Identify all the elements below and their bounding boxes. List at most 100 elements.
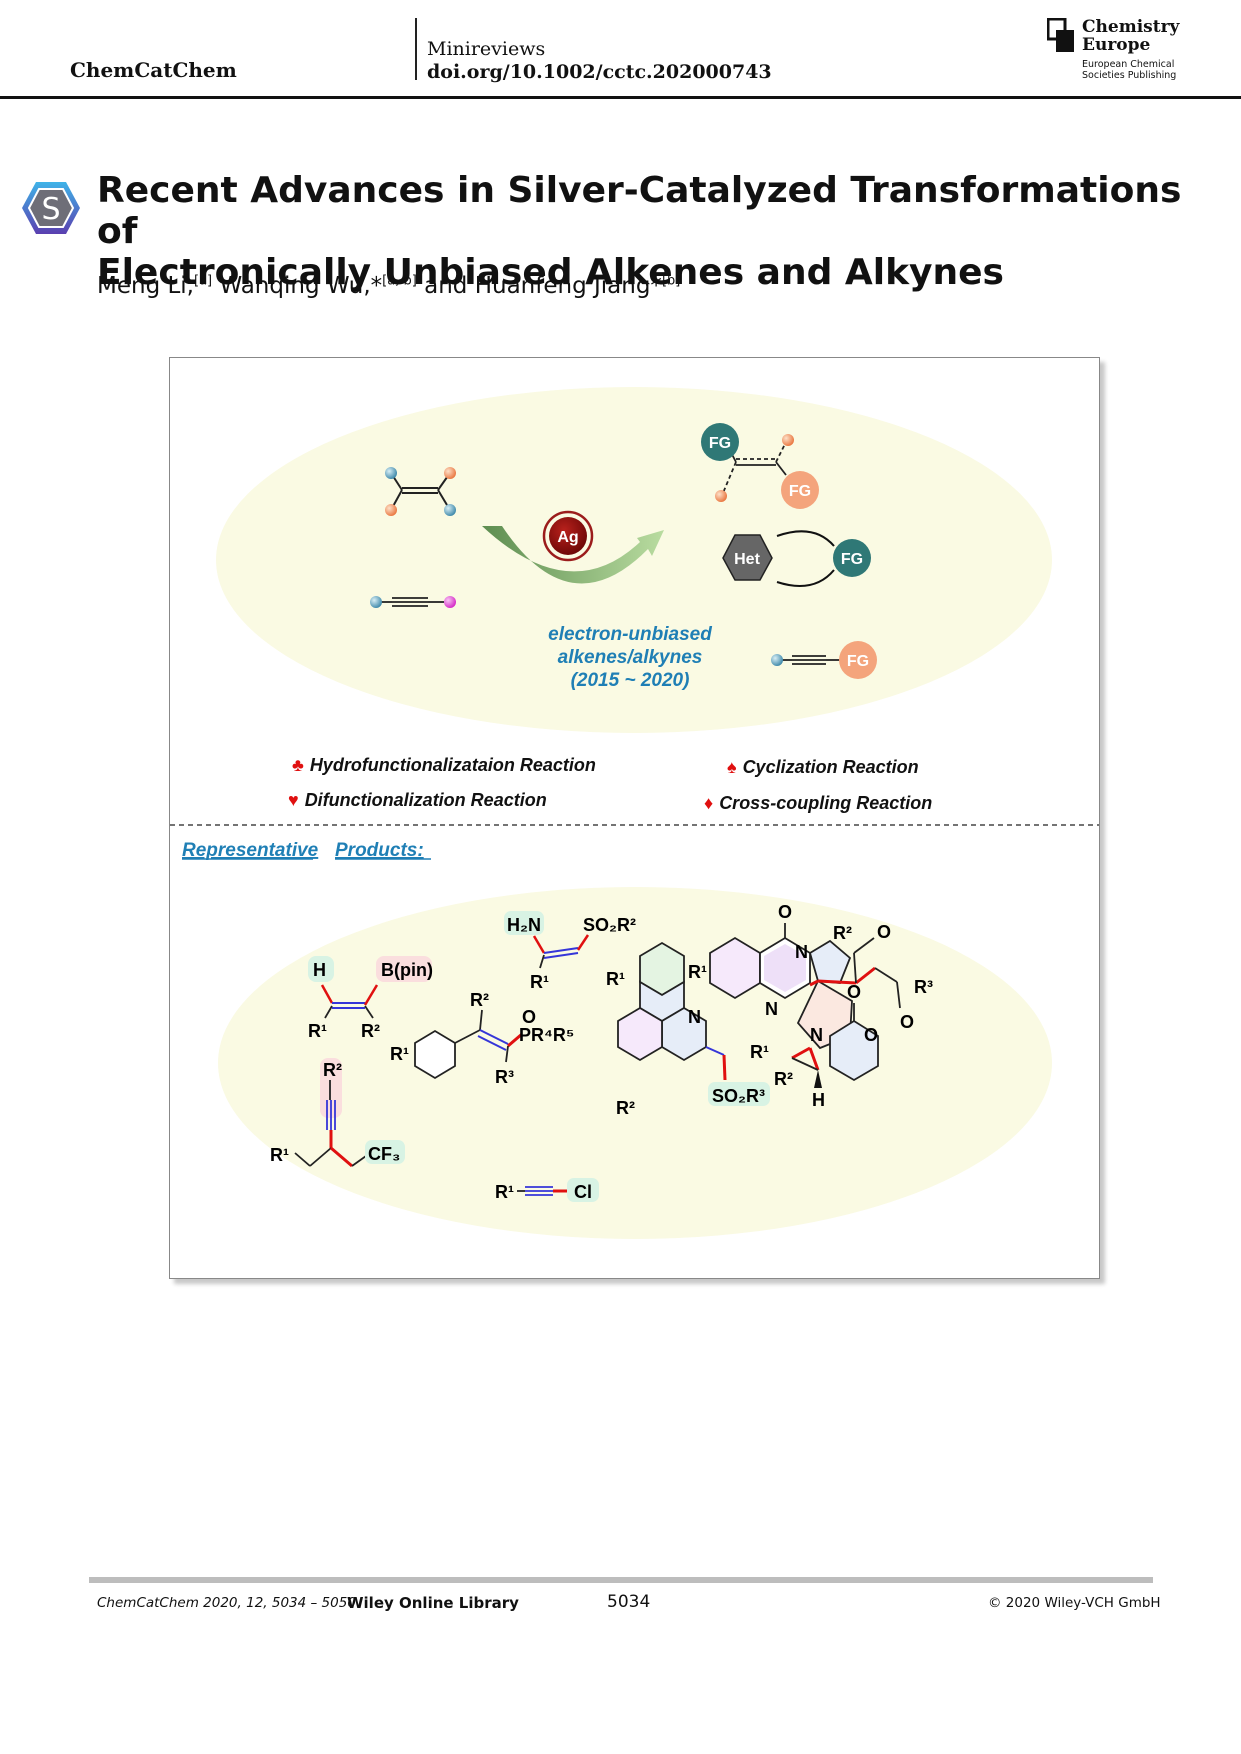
svg-text:O: O [778, 902, 792, 922]
svg-text:R³: R³ [914, 977, 933, 997]
functional-group-badge: FG [833, 539, 871, 577]
svg-text:R¹: R¹ [495, 1182, 514, 1202]
product-enamine-sulfone: H₂N SO₂R² R¹ [504, 911, 636, 992]
publisher-name: Chemistry Europe [1082, 17, 1180, 55]
substituent-ball [771, 654, 783, 666]
graphical-abstract-canvas: Ag electron-unbiased alkenes/alkynes (20… [170, 387, 1099, 1239]
svg-text:H: H [812, 1090, 825, 1110]
svg-text:Het: Het [734, 551, 760, 568]
svg-text:N: N [795, 942, 808, 962]
journal-name: ChemCatChem [70, 58, 237, 82]
substituent-ball [444, 596, 456, 608]
reaction-type-difunctionalization: ♥Difunctionalization Reaction [288, 790, 547, 810]
copyright: © 2020 Wiley-VCH GmbH [988, 1595, 1161, 1611]
svg-text:O: O [864, 1025, 878, 1045]
author-name: and Huanfeng Jiang* [424, 273, 662, 299]
svg-text:R¹: R¹ [606, 969, 625, 989]
author-name: Wanqing Wu,* [219, 273, 383, 299]
functional-group-badge: FG [701, 423, 739, 461]
reaction-type-hydrofunctionalization: ♣Hydrofunctionalizataion Reaction [292, 755, 596, 775]
svg-text:R¹: R¹ [308, 1021, 327, 1041]
svg-text:R²: R² [323, 1060, 342, 1080]
page-number: 5034 [607, 1592, 651, 1612]
author-list: Meng Li,[a] Wanqing Wu,*[a, b] and Huanf… [97, 273, 681, 299]
svg-text:Representative: Representative [182, 840, 319, 861]
svg-text:N: N [688, 1007, 701, 1027]
svg-text:electron-unbiased: electron-unbiased [548, 624, 712, 645]
products-background [218, 887, 1052, 1239]
svg-text:R²: R² [361, 1021, 380, 1041]
products-heading: Representative Products: [182, 840, 424, 861]
svg-text:R¹: R¹ [688, 962, 707, 982]
functional-group-badge: FG [839, 641, 877, 679]
svg-text:R²: R² [833, 923, 852, 943]
svg-text:H₂N: H₂N [507, 915, 541, 935]
svg-text:S: S [41, 192, 60, 227]
article-type: Minireviews [427, 38, 546, 60]
svg-text:R¹: R¹ [390, 1044, 409, 1064]
svg-text:N: N [765, 999, 778, 1019]
product-phenanthridine: N SO₂R³ R¹ R² [606, 941, 770, 1118]
svg-text:R¹: R¹ [530, 972, 549, 992]
svg-text:CF₃: CF₃ [368, 1144, 400, 1164]
svg-text:Ag: Ag [557, 529, 578, 546]
svg-text:R²: R² [774, 1069, 793, 1089]
svg-text:FG: FG [847, 653, 869, 670]
header-rule [0, 96, 1241, 99]
article-title: Recent Advances in Silver-Catalyzed Tran… [97, 170, 1182, 293]
svg-text:PR⁴R⁵: PR⁴R⁵ [519, 1025, 574, 1045]
svg-text:FG: FG [709, 435, 731, 452]
svg-text:N: N [810, 1025, 823, 1045]
fg-ball [782, 434, 794, 446]
product-chloroalkyne: R¹ Cl [495, 1178, 599, 1202]
svg-text:O: O [900, 1012, 914, 1032]
silver-catalyst-icon: Ag [542, 510, 594, 562]
special-collection-badge-icon: S [22, 182, 80, 234]
reaction-type-list: ♣Hydrofunctionalizataion Reaction ♠Cycli… [288, 755, 932, 813]
svg-text:R³: R³ [495, 1067, 514, 1087]
product-trifluoromethyl-alkyne: R² CF₃ R¹ [270, 1058, 405, 1168]
svg-text:O: O [522, 1007, 536, 1027]
alkyne-sketch [376, 597, 444, 607]
substituent-ball [370, 596, 382, 608]
product-aziridine-carbamate: O N O R¹ R² H [750, 982, 879, 1110]
reaction-type-cyclization: ♠Cyclization Reaction [727, 757, 919, 777]
publisher-subtitle: European Chemical Societies Publishing [1082, 59, 1177, 81]
footer-rule [89, 1577, 1153, 1583]
svg-text:R²: R² [470, 990, 489, 1010]
svg-text:(2015 ~ 2020): (2015 ~ 2020) [571, 670, 690, 691]
svg-text:O: O [877, 922, 891, 942]
chemistry-europe-logo-icon [1047, 18, 1074, 52]
reaction-arrow [482, 526, 664, 584]
doi-link[interactable]: doi.org/10.1002/cctc.202000743 [427, 61, 772, 83]
header-divider [415, 18, 417, 80]
svg-text:SO₂R³: SO₂R³ [712, 1086, 765, 1106]
svg-text:alkenes/alkynes: alkenes/alkynes [558, 647, 703, 668]
citation: ChemCatChem 2020, 12, 5034 – 5050 [97, 1595, 356, 1611]
heteroarene-icon: Het [722, 534, 773, 581]
wiley-online-library-link[interactable]: Wiley Online Library [347, 1594, 519, 1612]
heterocycle-ring [776, 530, 835, 587]
fg-ball [715, 490, 727, 502]
svg-text:H: H [313, 960, 326, 980]
svg-text:B(pin): B(pin) [381, 960, 433, 980]
svg-text:R¹: R¹ [750, 1042, 769, 1062]
product-vinyl-boronate: H B(pin) R¹ R² [308, 956, 433, 1041]
substrate-caption: electron-unbiased alkenes/alkynes (2015 … [548, 624, 712, 691]
product-vinyl-phosphine-oxide: R² PR⁴R⁵ O R³ R¹ [390, 990, 574, 1087]
svg-text:Products:: Products: [335, 840, 424, 861]
author-name: Meng Li, [97, 273, 194, 299]
svg-text:FG: FG [841, 551, 863, 568]
svg-text:FG: FG [789, 483, 811, 500]
functional-group-badge: FG [781, 471, 819, 509]
graphical-abstract: Ag electron-unbiased alkenes/alkynes (20… [169, 357, 1100, 1279]
svg-text:R²: R² [616, 1098, 635, 1118]
reaction-type-cross-coupling: ♦Cross-coupling Reaction [704, 793, 932, 813]
substituent-ball [385, 467, 397, 479]
svg-text:R¹: R¹ [270, 1145, 289, 1165]
svg-text:SO₂R²: SO₂R² [583, 915, 636, 935]
substituent-ball [444, 467, 456, 479]
substituent-ball [444, 504, 456, 516]
svg-text:Cl: Cl [574, 1182, 592, 1202]
svg-text:O: O [847, 982, 861, 1002]
